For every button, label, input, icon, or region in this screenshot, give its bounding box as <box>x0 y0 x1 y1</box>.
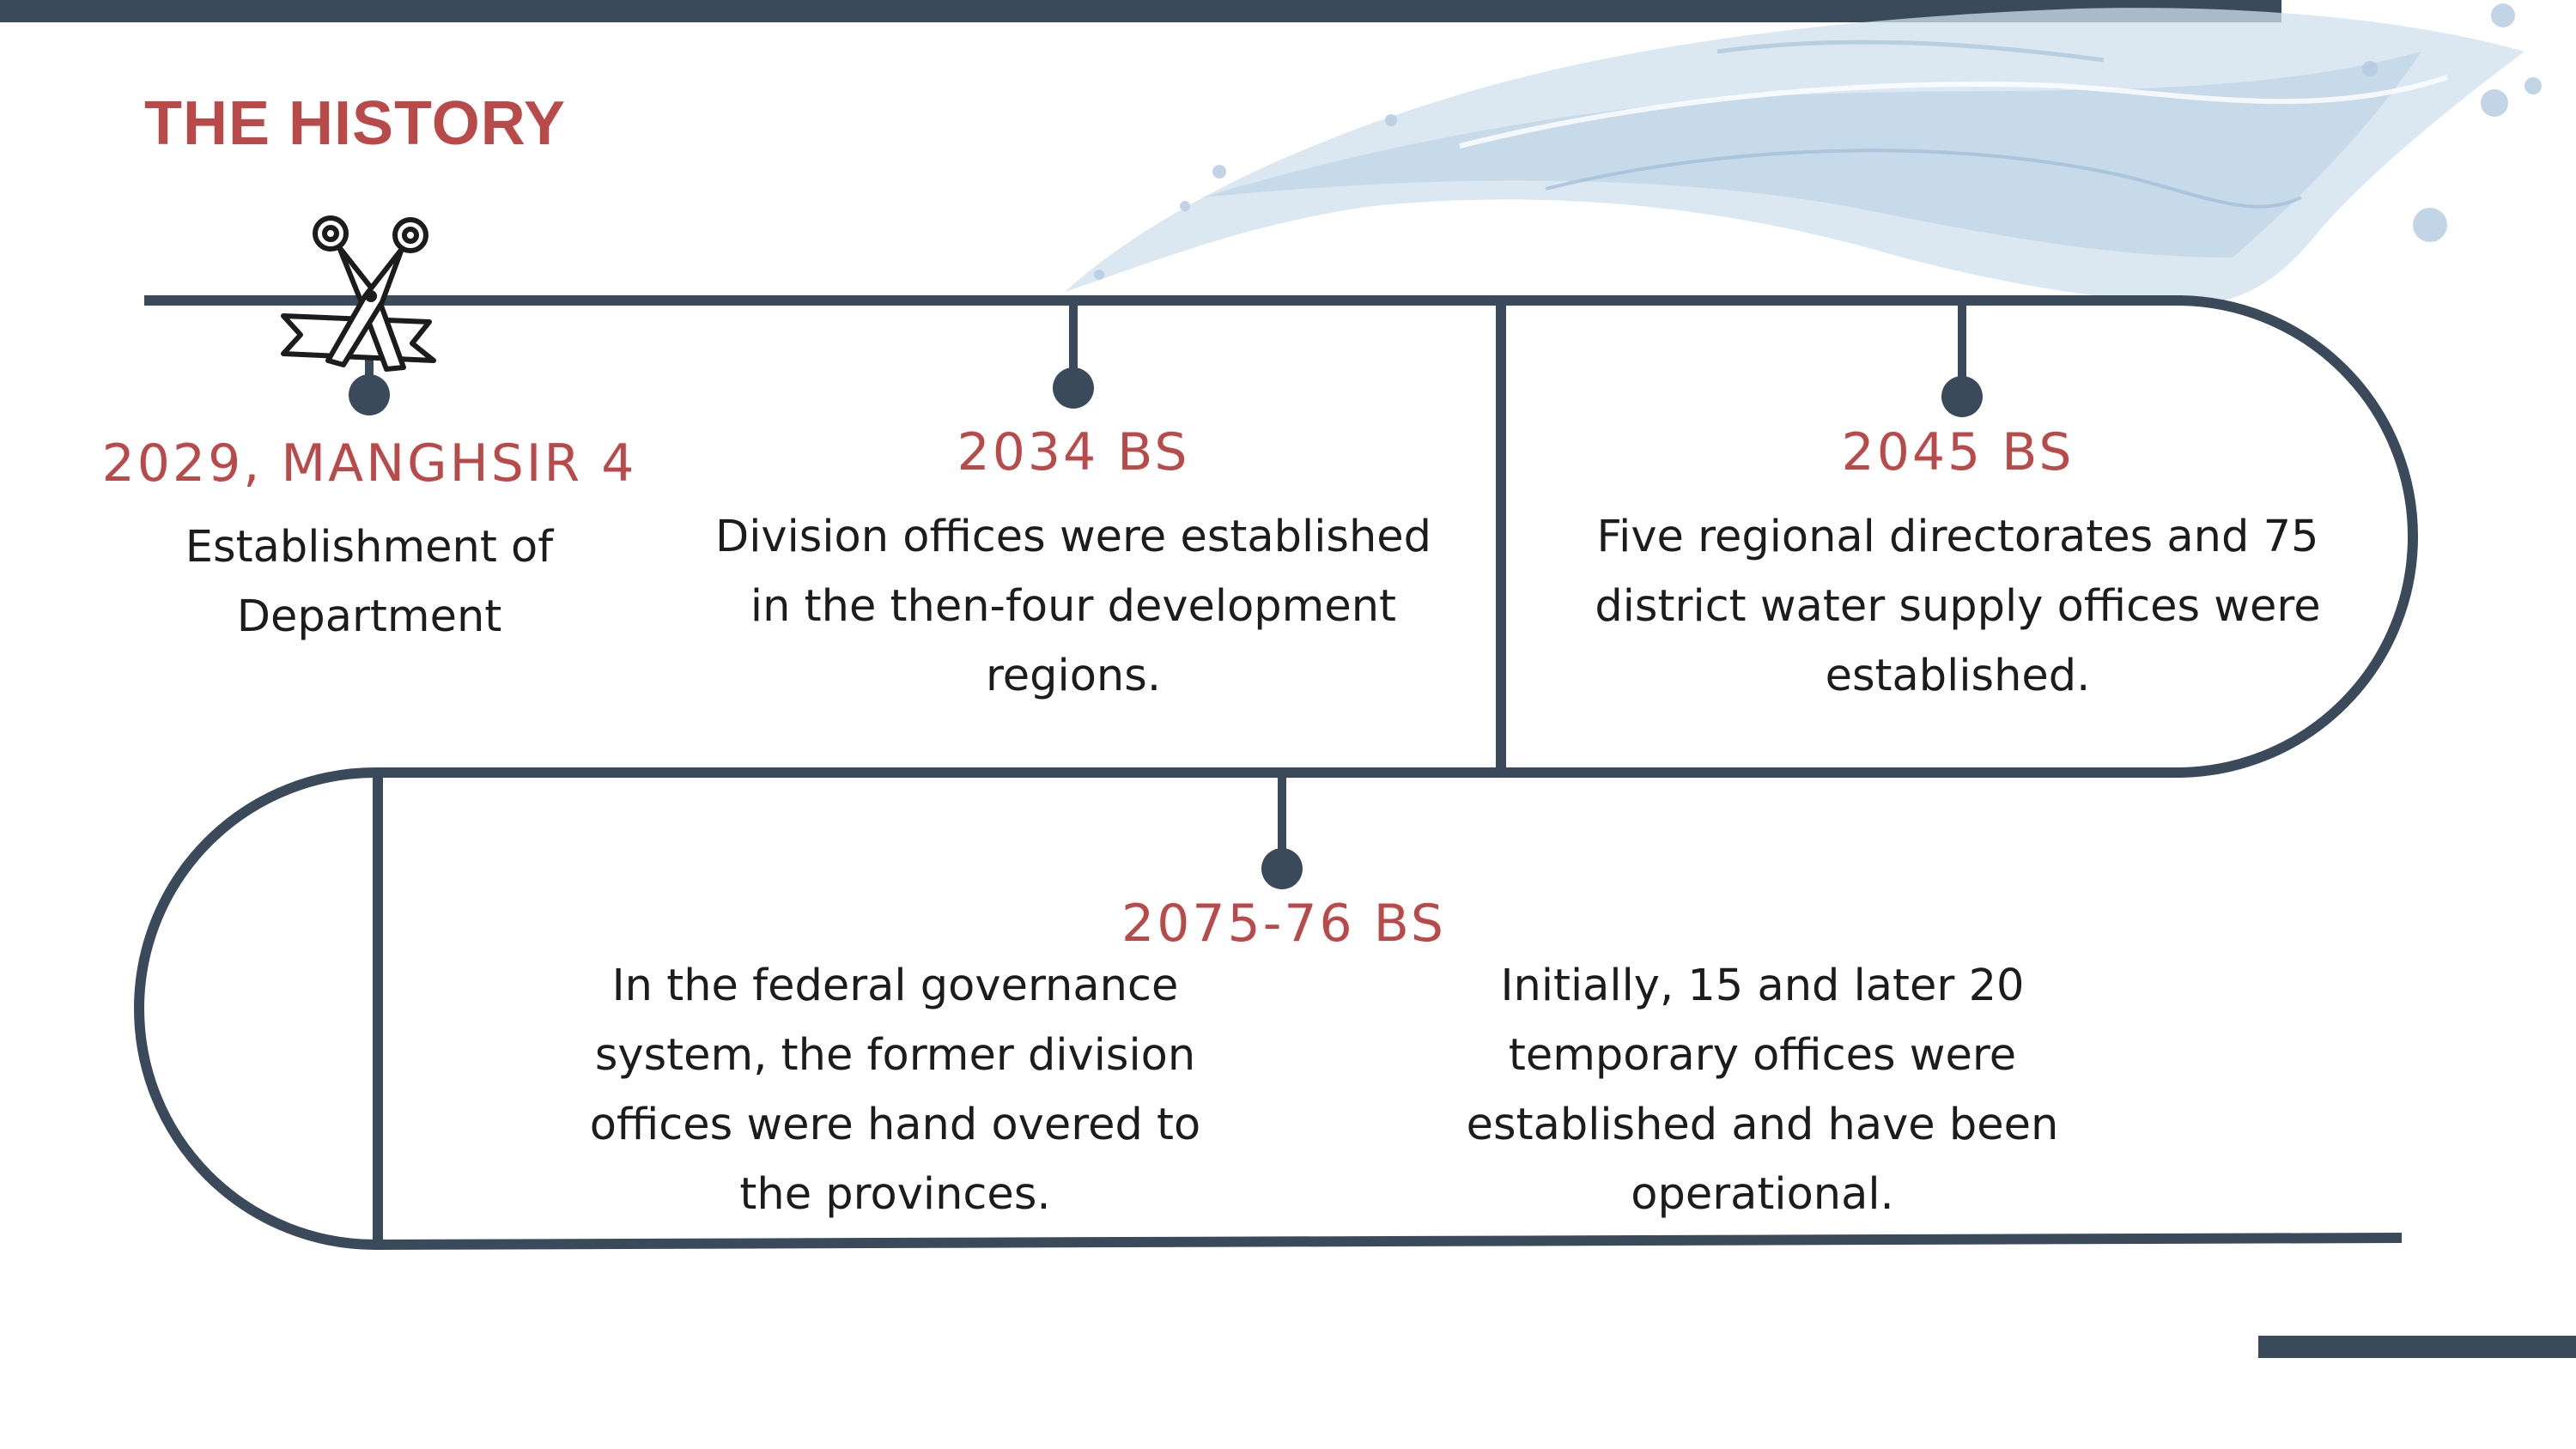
event-year-4: 2075-76 BS <box>1121 894 1446 954</box>
event-desc-4b: Initially, 15 and later 20 temporary off… <box>1466 961 2059 1220</box>
event-desc-4a: In the federal governance system, the fo… <box>589 961 1201 1220</box>
bottom-accent-bar <box>2258 1336 2576 1358</box>
timeline-marker-4 <box>1261 848 1303 889</box>
event-year-2: 2034 BS <box>957 422 1190 482</box>
event-desc-3: Five regional directorates and 75 distri… <box>1595 512 2321 701</box>
top-accent-bar <box>0 0 2281 22</box>
timeline-marker-1 <box>349 374 390 415</box>
event-desc-1: Establishment of Department <box>185 522 554 642</box>
ribbon-cutting-scissors-icon <box>281 215 436 372</box>
event-year-3: 2045 BS <box>1841 422 2075 482</box>
timeline-marker-3 <box>1941 376 1983 417</box>
event-year-1: 2029, MANGHSIR 4 <box>101 433 637 494</box>
timeline-marker-2 <box>1053 367 1094 409</box>
water-splash-decoration <box>1065 3 2542 305</box>
timeline-path <box>134 295 2418 1250</box>
page-title: THE HISTORY <box>144 89 567 158</box>
event-desc-2: Division offices were established in the… <box>714 512 1432 701</box>
